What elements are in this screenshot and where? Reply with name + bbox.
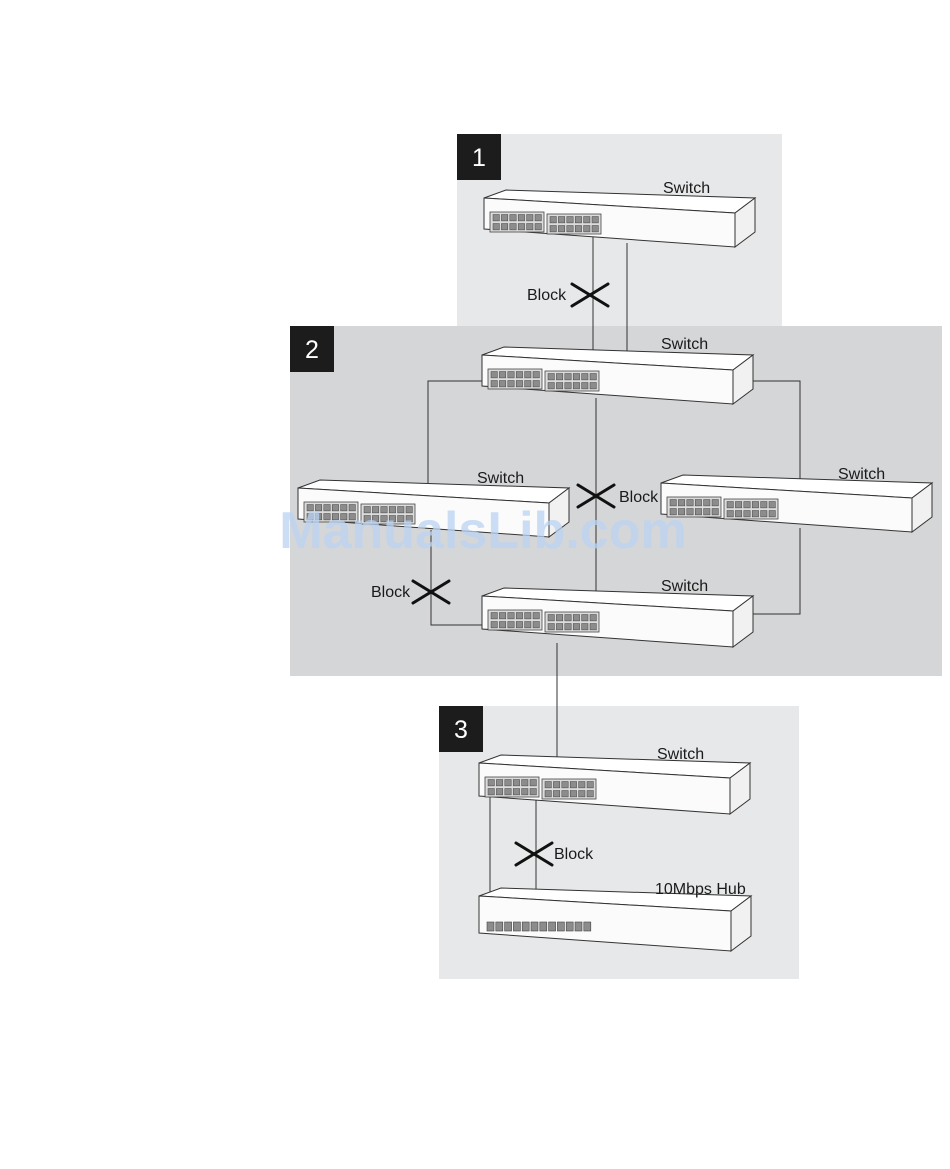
block-label: Block	[527, 287, 567, 304]
device-label: Switch	[661, 578, 708, 595]
port-block-right	[724, 499, 778, 519]
region-1-badge-number: 1	[472, 144, 486, 172]
device-label: Switch	[657, 746, 704, 763]
port-block-right	[545, 612, 599, 632]
watermark: ManualsLib.com	[279, 502, 686, 560]
device-label: Switch	[661, 336, 708, 353]
device-label: Switch	[838, 466, 885, 483]
port-block-left	[488, 610, 542, 630]
port-block-left	[490, 212, 544, 232]
device-label: Switch	[477, 470, 524, 487]
block-label: Block	[554, 846, 594, 863]
device-label: 10Mbps Hub	[655, 881, 746, 898]
port-block-left	[485, 777, 539, 797]
port-block-right	[547, 214, 601, 234]
port-block-right	[542, 779, 596, 799]
region-3-badge-number: 3	[454, 716, 468, 744]
block-label: Block	[371, 584, 411, 601]
port-block-left	[488, 369, 542, 389]
device-label: Switch	[663, 180, 710, 197]
region-2-badge-number: 2	[305, 336, 319, 364]
port-block-right	[545, 371, 599, 391]
